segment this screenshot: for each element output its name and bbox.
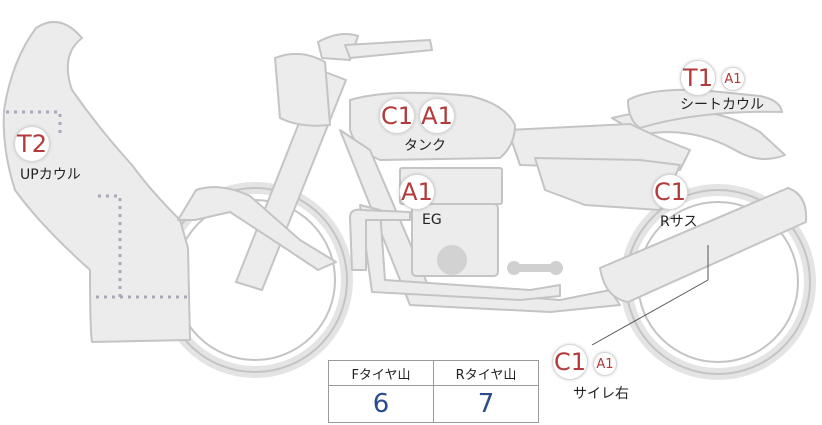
engine-code-1: A1 [399,174,435,210]
rear-tread-header: Rタイヤ山 [433,360,539,386]
side-panel [534,157,681,211]
muffler-label: サイレ右 [573,386,629,402]
muffler-shape [599,187,808,303]
front-tread-value: 6 [328,385,434,423]
cowl-panel-lines [6,110,188,299]
engine-label: EG [422,212,442,228]
front-tread-header: Fタイヤ山 [328,360,434,386]
tank-code-1: C1 [379,98,415,134]
up-cowl-code-1: T2 [14,126,50,162]
muffler-code-2: A1 [593,352,617,376]
seat-cowl-code-1: T1 [680,60,716,96]
r-suspension-label: Rサス [660,214,698,230]
r-suspension-code-1: C1 [652,174,688,210]
tire-tread-table: Fタイヤ山 Rタイヤ山 6 7 [328,360,539,423]
tank-label: タンク [404,138,446,154]
up-cowl-label: UPカウル [20,167,81,183]
rear-tread-value: 7 [433,385,539,423]
seat-cowl-code-2: A1 [721,67,745,91]
seat-cowl-shape [627,88,783,129]
up-cowl-shape [2,20,191,343]
seat-cowl-label: シートカウル [680,97,764,113]
muffler-code-1: C1 [552,344,588,380]
headlight [274,52,331,127]
tank-code-2: A1 [419,98,455,134]
